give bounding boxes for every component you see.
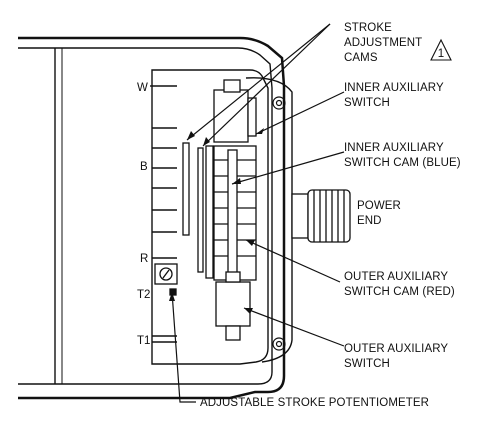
outer-aux-switch <box>215 281 251 327</box>
leader-lines <box>171 23 345 403</box>
potentiometer <box>154 263 178 296</box>
leader-outer-aux-switch <box>243 307 345 347</box>
terminal-r: R <box>140 253 148 265</box>
label-inner-aux-switch-2: SWITCH <box>344 97 390 109</box>
mount-screw-top <box>272 96 286 110</box>
terminal-b: B <box>140 161 148 173</box>
connector-body <box>307 189 351 243</box>
label-stroke-cams-1: STROKE <box>344 22 392 34</box>
inner-aux-switch-side <box>247 97 257 137</box>
label-outer-aux-switch-1: OUTER AUXILIARY <box>344 343 448 355</box>
warning-triangle-icon: 1 <box>430 38 452 61</box>
terminal-t1: T1 <box>137 335 150 347</box>
leader-inner-aux-switch <box>255 91 345 135</box>
leader-stroke-cam-2 <box>202 23 331 147</box>
inner-aux-switch <box>213 89 249 143</box>
label-outer-aux-cam-1: OUTER AUXILIARY <box>344 271 448 283</box>
pot-t2-terminal <box>169 288 177 296</box>
note-number: 1 <box>438 48 445 60</box>
label-outer-aux-switch-2: SWITCH <box>344 358 390 370</box>
mount-screw-bottom <box>272 337 286 351</box>
terminal-w: W <box>137 82 148 94</box>
connector-nut <box>291 193 309 239</box>
outer-aux-switch-bottom <box>225 325 241 341</box>
label-inner-aux-cam-1: INNER AUXILIARY <box>344 142 444 154</box>
label-power-end-1: POWER <box>357 200 401 212</box>
terminal-strip <box>150 85 177 343</box>
leader-stroke-cam-1 <box>186 23 331 141</box>
label-potentiometer: ADJUSTABLE STROKE POTENTIOMETER <box>200 397 429 409</box>
housing-inner-line <box>18 47 273 385</box>
label-inner-aux-switch-1: INNER AUXILIARY <box>344 82 444 94</box>
arrowheads <box>169 128 264 314</box>
power-end-connector <box>291 189 351 243</box>
stroke-cam-strip-2 <box>197 147 204 273</box>
label-stroke-cams-3: CAMS <box>344 52 378 64</box>
stroke-cam-strip-3 <box>205 145 214 279</box>
switch-stack <box>182 79 257 341</box>
outer-aux-switch-top <box>225 271 241 283</box>
pot-body <box>154 263 178 285</box>
mount-screw-bottom-inner <box>275 340 283 348</box>
stroke-cam-strip-1 <box>182 142 190 236</box>
compartment-outline <box>151 69 269 365</box>
terminal-t2: T2 <box>137 289 150 301</box>
leader-outer-aux-cam <box>245 239 341 283</box>
leader-potentiometer <box>171 291 196 403</box>
cam-shaft <box>227 149 238 277</box>
pot-slot <box>162 269 170 279</box>
label-outer-aux-cam-2: SWITCH CAM (RED) <box>344 286 455 298</box>
label-stroke-cams-2: ADJUSTMENT <box>344 37 422 49</box>
mount-screw-top-inner <box>275 99 283 107</box>
label-inner-aux-cam-2: SWITCH CAM (BLUE) <box>344 157 461 169</box>
label-power-end-2: END <box>357 215 382 227</box>
housing-outline <box>18 36 286 400</box>
slotted-screw-icon <box>159 267 173 281</box>
inner-aux-switch-top <box>223 79 241 93</box>
leader-inner-aux-cam <box>231 151 345 185</box>
